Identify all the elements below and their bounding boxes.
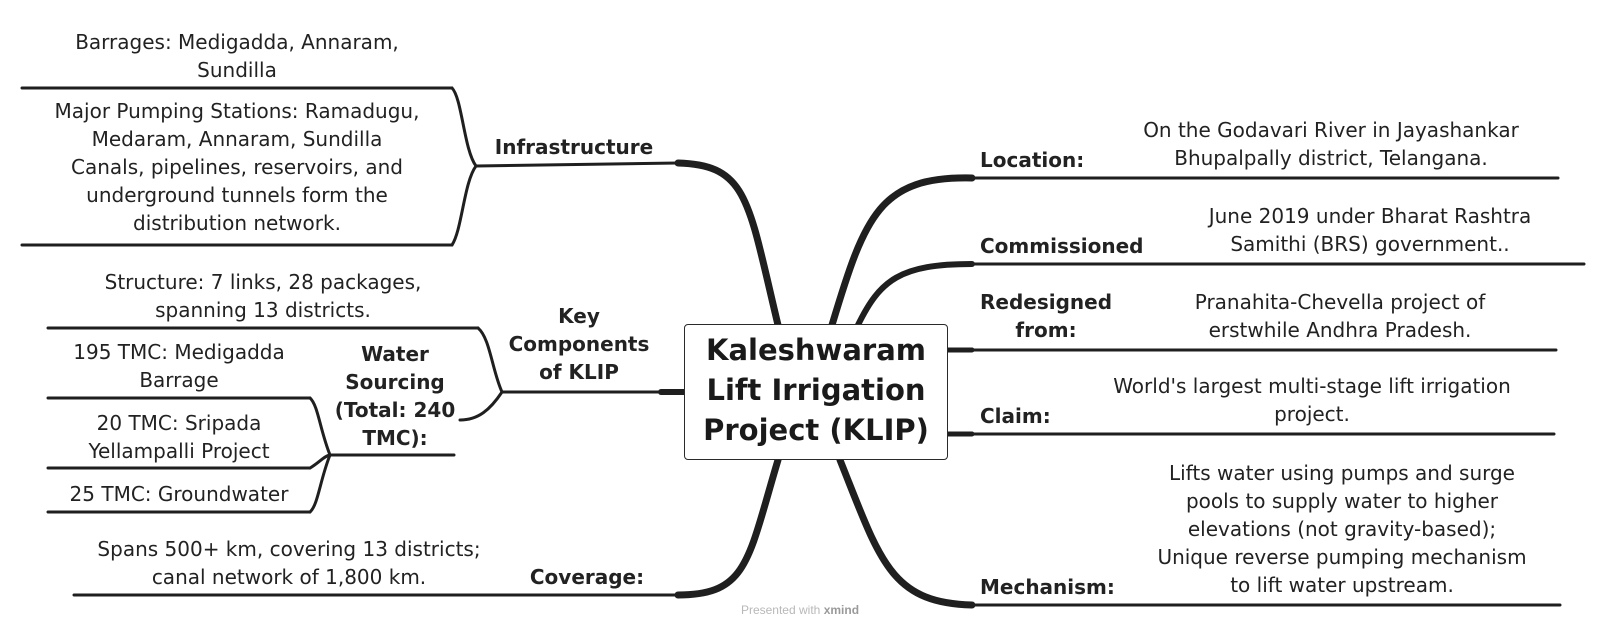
structure-text[interactable]: Structure: 7 links, 28 packages, spannin… xyxy=(104,270,422,322)
branch-commissioned xyxy=(855,261,975,328)
root-node[interactable] xyxy=(684,324,948,460)
groundwater-text[interactable]: 25 TMC: Groundwater xyxy=(69,482,289,506)
claim-text[interactable]: World's largest multi-stage lift irrigat… xyxy=(1113,374,1511,426)
barrages-text[interactable]: Barrages: Medigadda, Annaram, Sundilla xyxy=(75,30,399,82)
xmind-logo: xmind xyxy=(823,603,860,617)
sripada-text[interactable]: 20 TMC: Sripada Yellampalli Project xyxy=(88,411,270,463)
claim-label[interactable]: Claim: xyxy=(980,404,1051,428)
coverage-label[interactable]: Coverage: xyxy=(529,565,645,589)
branch-infrastructure xyxy=(674,159,782,329)
pumping-stations-text[interactable]: Major Pumping Stations: Ramadugu, Medara… xyxy=(54,99,420,235)
branch-mechanism xyxy=(836,456,976,609)
location-label[interactable]: Location: xyxy=(980,148,1085,172)
commissioned-text[interactable]: June 2019 under Bharat Rashtra Samithi (… xyxy=(1208,204,1532,256)
mechanism-text[interactable]: Lifts water using pumps and surge pools … xyxy=(1157,461,1527,597)
watermark-prefix: Presented with xyxy=(740,603,821,617)
water-sourcing-label[interactable]: Water Sourcing (Total: 240 TMC): xyxy=(334,342,456,450)
commissioned-label[interactable]: Commissioned xyxy=(980,234,1144,258)
branch-location xyxy=(828,174,976,329)
watermark: Presented with xmind xyxy=(700,603,900,617)
location-text[interactable]: On the Godavari River in Jayashankar Bhu… xyxy=(1143,118,1519,170)
mechanism-label[interactable]: Mechanism: xyxy=(980,575,1115,599)
redesigned-text[interactable]: Pranahita-Chevella project of erstwhile … xyxy=(1194,290,1486,342)
medigadda-text[interactable]: 195 TMC: Medigadda Barrage xyxy=(73,340,285,392)
redesigned-label[interactable]: Redesigned from: xyxy=(980,290,1113,342)
key-components-label[interactable]: Key Components of KLIP xyxy=(508,304,650,384)
root-title: Kaleshwaram Lift Irrigation Project (KLI… xyxy=(703,333,929,447)
coverage-text[interactable]: Spans 500+ km, covering 13 districts; ca… xyxy=(97,537,481,589)
infrastructure-label[interactable]: Infrastructure xyxy=(494,135,654,159)
branch-coverage xyxy=(674,456,782,599)
